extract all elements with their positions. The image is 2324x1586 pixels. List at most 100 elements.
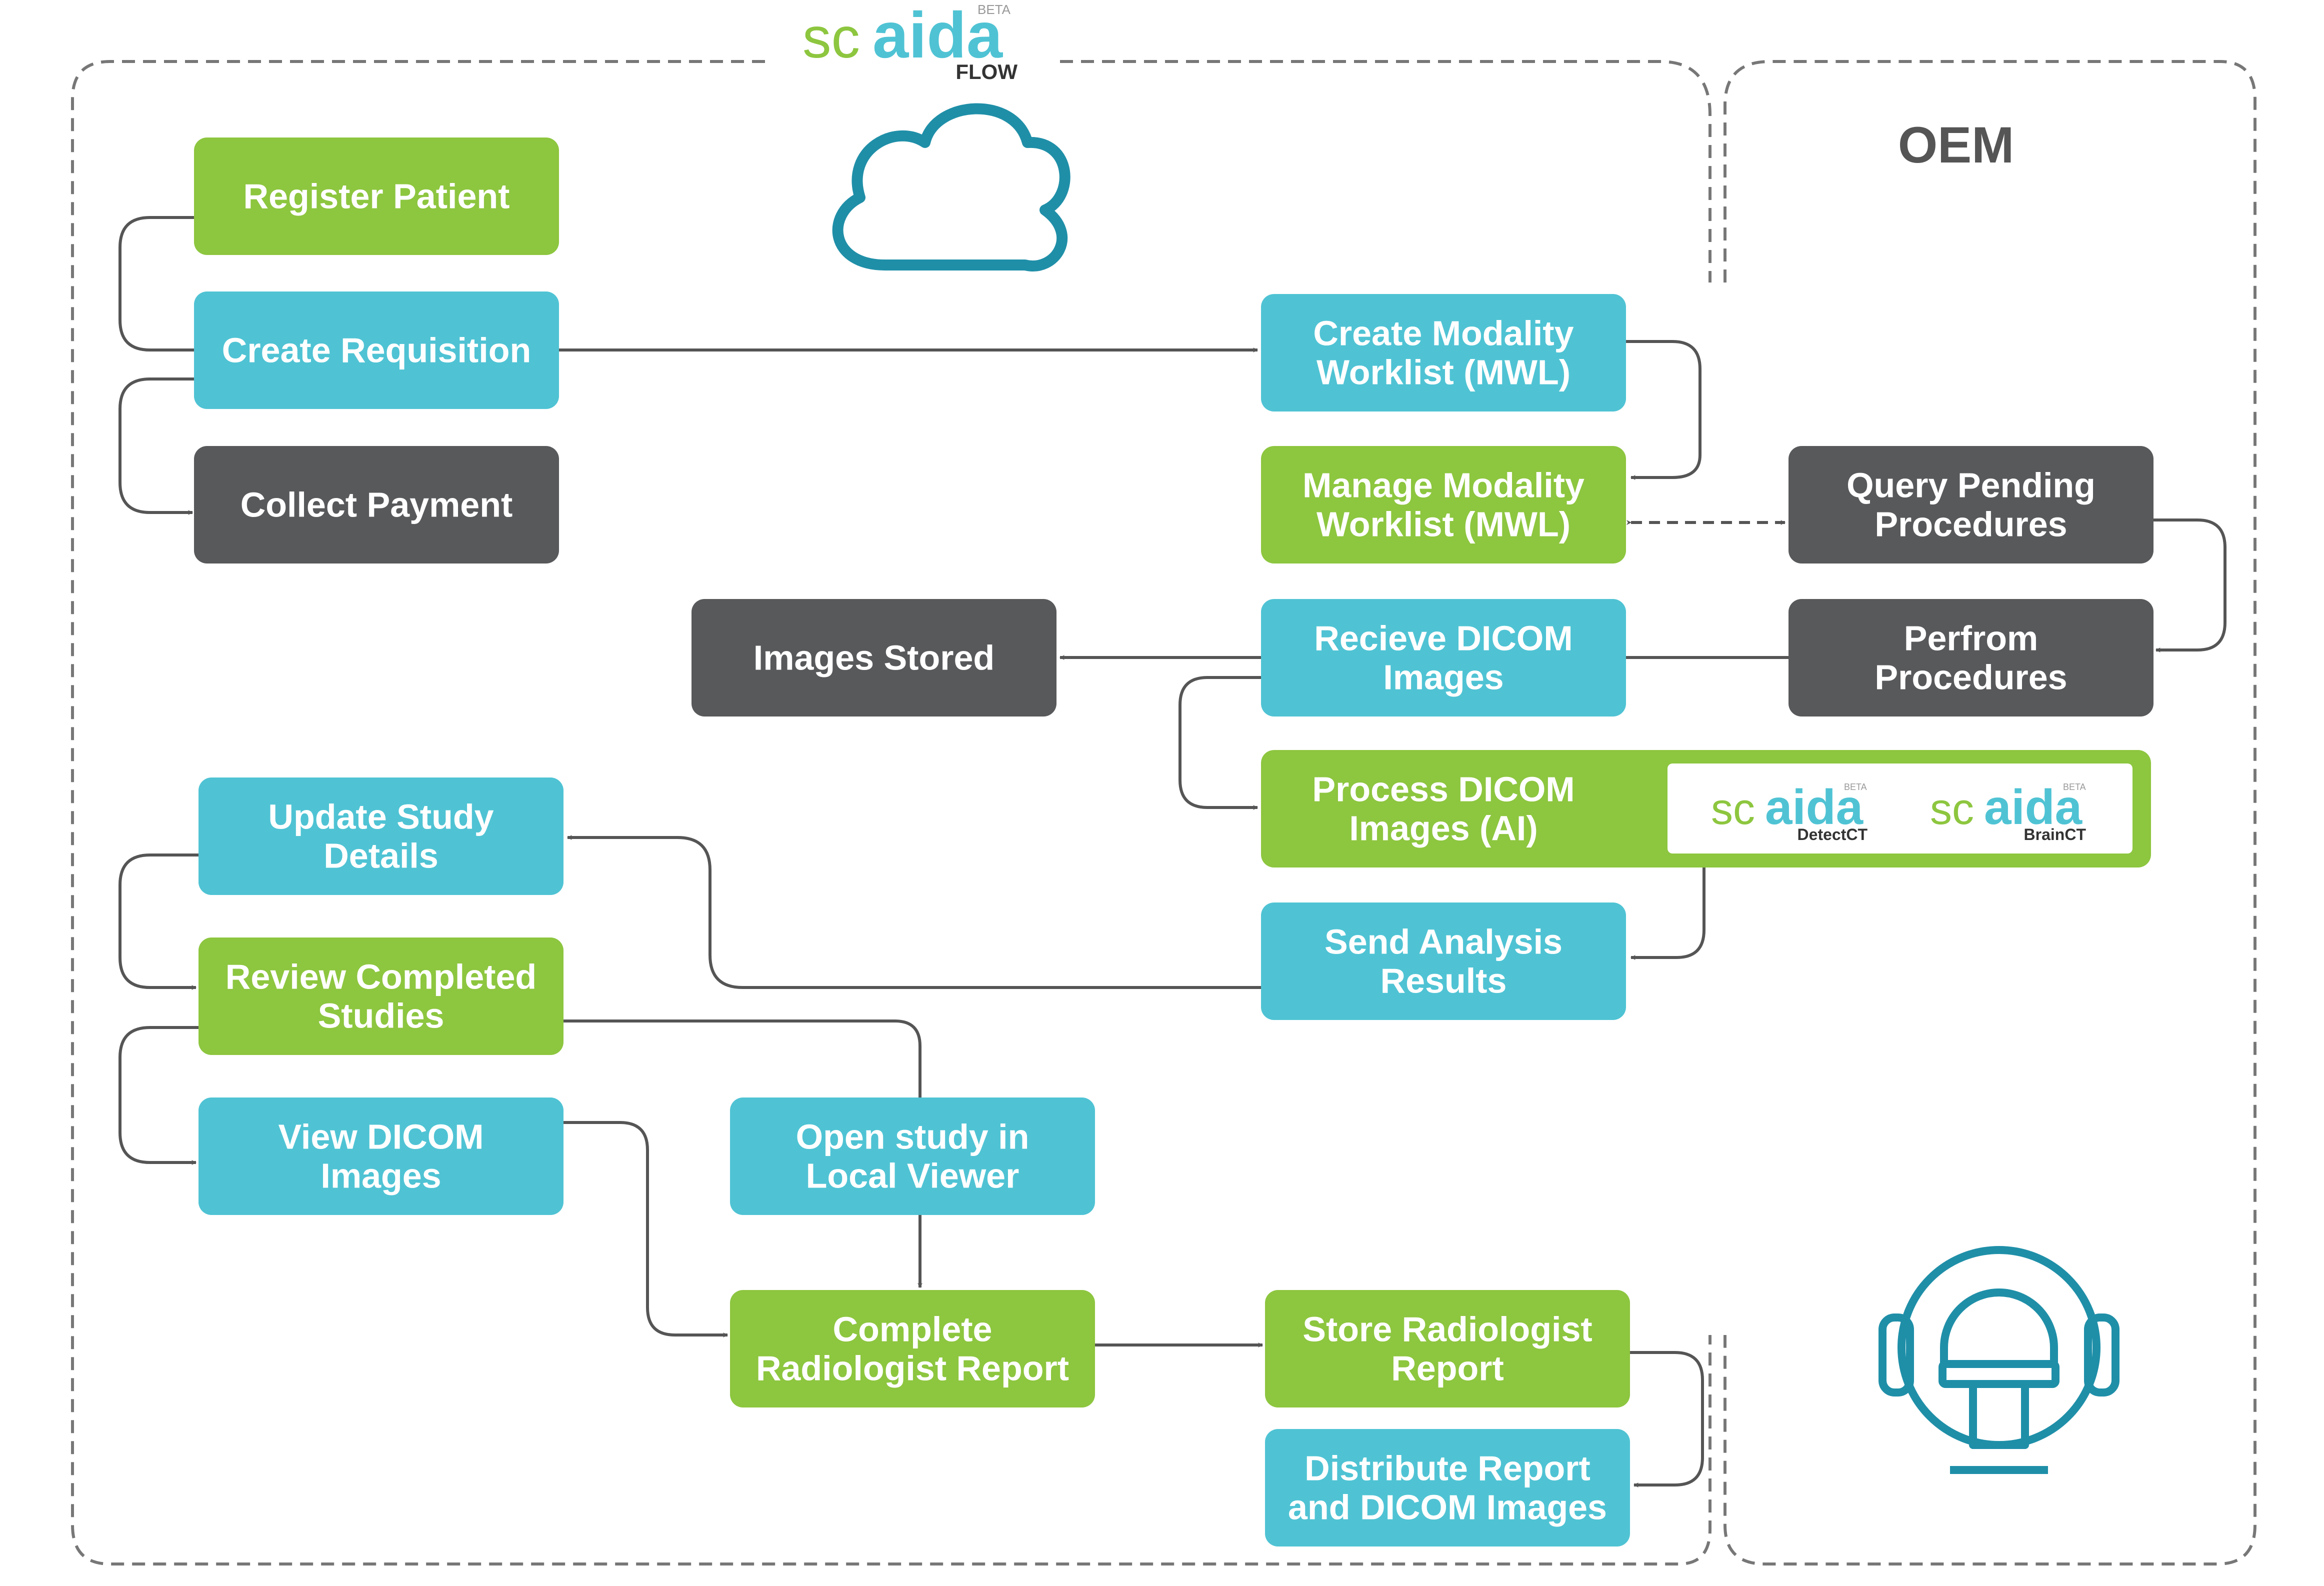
node-open-local-line-2: Local Viewer — [806, 1156, 1020, 1196]
scanner-left-pod — [1878, 1314, 1914, 1396]
detectct-logo-beta: BETA — [1844, 782, 1867, 792]
node-query-pending-box — [1788, 446, 2154, 564]
node-send-analysis-line-2: Results — [1380, 962, 1507, 1000]
logo-beta: BETA — [978, 2, 1011, 17]
ct-scanner-icon — [1878, 1246, 2120, 1474]
cloud-region-border-top — [1060, 60, 1712, 282]
node-review-completed-line-2: Studies — [318, 996, 444, 1036]
node-send-analysis-line-1: Send Analysis — [1324, 922, 1562, 962]
node-create-requisition-line-1: Create Requisition — [222, 331, 531, 370]
node-perform-procedures-box — [1788, 599, 2154, 716]
scanner-outer-ring — [1898, 1246, 2100, 1449]
node-images-stored-line-1: Images Stored — [754, 638, 994, 678]
region-borders: OEM — [71, 60, 2256, 1566]
cloud-region-border — [71, 60, 1712, 1566]
logo-sub: FLOW — [956, 60, 1018, 84]
node-create-mwl-box — [1261, 294, 1626, 412]
node-distribute-report-box — [1265, 1429, 1630, 1546]
node-perform-procedures-line-1: Perfrom — [1904, 619, 2038, 658]
node-images-stored: Images Stored — [692, 599, 1056, 716]
node-store-report-line-1: Store Radiologist — [1302, 1310, 1592, 1349]
conn-requisition-to-payment — [118, 378, 195, 515]
conn-process-to-send-analysis — [1630, 868, 1706, 960]
node-receive-dicom-line-1: Recieve DICOM — [1314, 619, 1572, 658]
brainct-logo-sc: sc — [1930, 784, 1974, 834]
node-distribute-report-line-1: Distribute Report — [1304, 1449, 1590, 1488]
scanner-right-pod — [2084, 1314, 2120, 1396]
brainct-logo-sub: BrainCT — [2024, 826, 2086, 844]
conn-register-to-payment — [118, 216, 195, 352]
conn-create-mwl-to-manage-mwl — [1626, 340, 1702, 480]
node-distribute-report-line-2: and DICOM Images — [1288, 1488, 1607, 1527]
oem-label: OEM — [1898, 116, 2014, 174]
node-images-stored-box — [692, 599, 1056, 716]
node-store-report-box — [1265, 1290, 1630, 1408]
detectct-logo-aida: aida — [1765, 780, 1864, 834]
node-register-patient-box — [194, 138, 559, 255]
logo-aida: aida — [872, 0, 1004, 72]
node-complete-report-line-2: Radiologist Report — [756, 1349, 1069, 1388]
node-complete-report-line-1: Complete — [833, 1310, 992, 1349]
conn-send-analysis-to-update-study — [567, 835, 1261, 989]
node-view-dicom-line-1: View DICOM — [278, 1118, 484, 1156]
node-manage-mwl-line-2: Worklist (MWL) — [1316, 505, 1570, 544]
conn-receive-to-process — [1178, 676, 1261, 810]
node-process-dicom-line-1: Process DICOM — [1312, 770, 1574, 809]
conn-review-to-open-local — [564, 1020, 922, 1098]
node-manage-mwl-line-1: Manage Modality — [1302, 466, 1584, 505]
scanner-bed — [1938, 1360, 2060, 1388]
node-update-study-line-2: Details — [324, 836, 438, 876]
node-update-study-box — [198, 778, 564, 895]
detectct-logo-sub: DetectCT — [1798, 826, 1868, 844]
node-receive-dicom-box — [1261, 599, 1626, 716]
node-collect-payment: Collect Payment — [194, 446, 559, 564]
node-review-completed-line-1: Review Completed — [226, 958, 536, 996]
node-process-dicom-line-2: Images (AI) — [1349, 809, 1538, 848]
node-perform-procedures-line-2: Procedures — [1874, 658, 2067, 697]
scanner-stand — [1969, 1384, 2029, 1449]
node-collect-payment-line-1: Collect Payment — [240, 486, 513, 524]
brainct-logo: sc aida BETA BrainCT — [1930, 780, 2086, 844]
brainct-logo-beta: BETA — [2063, 782, 2086, 792]
scanner-inner-arch — [1940, 1288, 2058, 1362]
conn-review-to-view — [118, 1026, 198, 1165]
conn-view-to-complete-report — [564, 1121, 728, 1338]
conn-store-to-distribute-report — [1630, 1351, 1704, 1488]
logo-sc: sc — [802, 6, 860, 70]
node-review-completed-box — [198, 938, 564, 1055]
conn-query-to-perform — [2154, 518, 2226, 652]
node-create-requisition-box — [194, 292, 559, 409]
node-view-dicom-line-2: Images — [320, 1156, 441, 1196]
node-create-requisition: Create Requisition — [194, 292, 559, 409]
oem-region-border — [1724, 60, 2256, 1566]
cloud-icon — [832, 103, 1070, 272]
node-collect-payment-box — [194, 446, 559, 564]
node-create-mwl-line-1: Create Modality — [1313, 314, 1574, 353]
node-receive-dicom-line-2: Images — [1383, 658, 1504, 697]
node-open-local-box — [730, 1098, 1095, 1215]
brainct-logo-aida: aida — [1984, 780, 2083, 834]
node-query-pending-line-1: Query Pending — [1846, 466, 2096, 505]
node-register-patient-line-1: Register Patient — [244, 177, 510, 216]
node-send-analysis-box — [1261, 902, 1626, 1020]
node-open-local-line-1: Open study in — [796, 1118, 1030, 1156]
node-update-study-line-1: Update Study — [268, 798, 494, 836]
node-view-dicom-box — [198, 1098, 564, 1215]
node-manage-mwl-box — [1261, 446, 1626, 564]
node-create-mwl-line-2: Worklist (MWL) — [1316, 353, 1570, 392]
detectct-logo-sc: sc — [1711, 784, 1755, 834]
node-register-patient: Register Patient — [194, 138, 559, 255]
